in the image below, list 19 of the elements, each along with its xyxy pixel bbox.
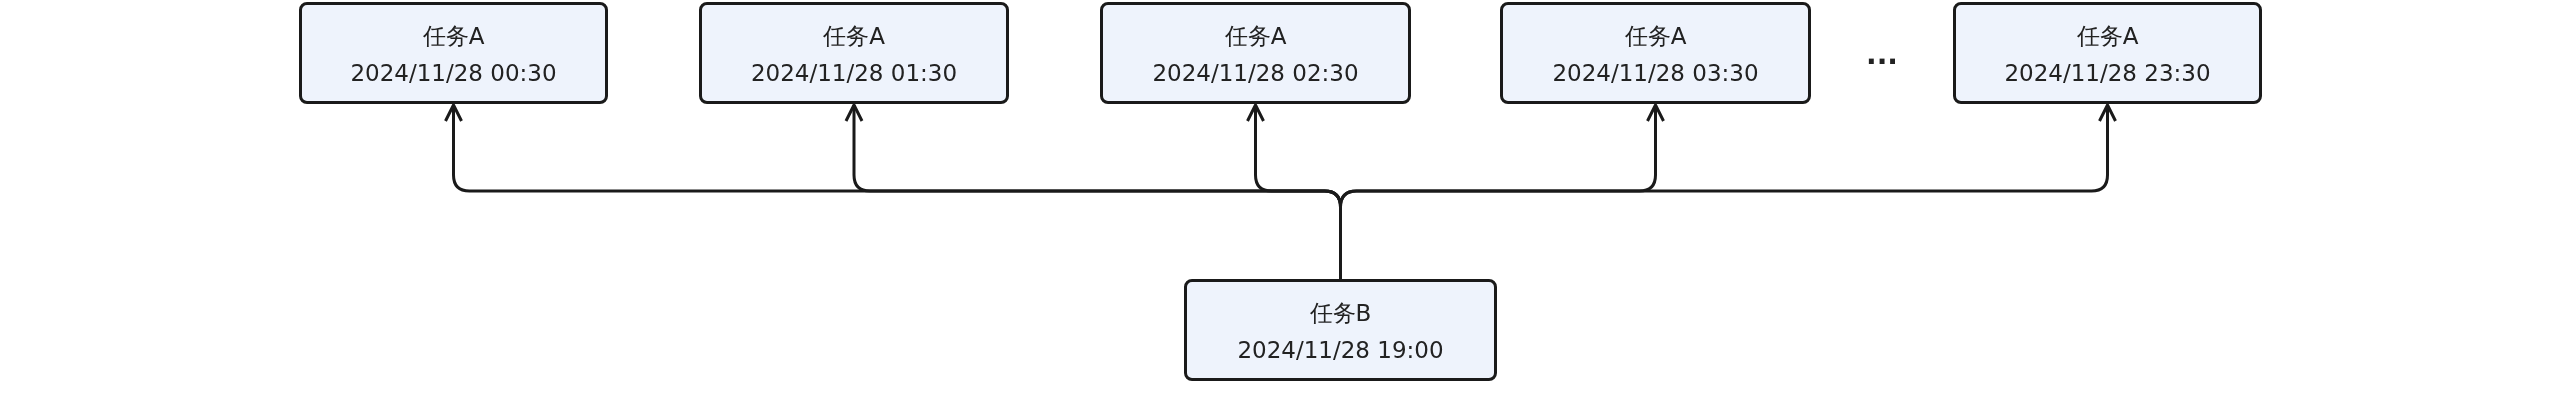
task-name: 任务B [1309, 298, 1372, 328]
task-name: 任务A [823, 21, 885, 51]
ellipsis-text: ... [1866, 38, 1898, 71]
task-box [1184, 279, 1497, 381]
task-time: 2024/11/28 02:30 [1152, 59, 1359, 86]
task-time: 2024/11/28 23:30 [2004, 59, 2211, 86]
task-time: 2024/11/28 03:30 [1552, 59, 1759, 86]
task-name: 任务A [422, 21, 485, 51]
task-box [1953, 2, 2262, 104]
task-box [1500, 2, 1811, 104]
task-time: 2024/11/28 00:30 [350, 59, 557, 86]
task-name: 任务A [1224, 21, 1287, 51]
task-box [699, 2, 1009, 104]
task-time: 2024/11/28 01:30 [750, 59, 958, 86]
task-box [299, 2, 608, 104]
task-name: 任务A [2076, 21, 2139, 51]
task-box [1100, 2, 1411, 104]
task-name: 任务A [1624, 21, 1687, 51]
task-time: 2024/11/28 19:00 [1237, 336, 1444, 363]
